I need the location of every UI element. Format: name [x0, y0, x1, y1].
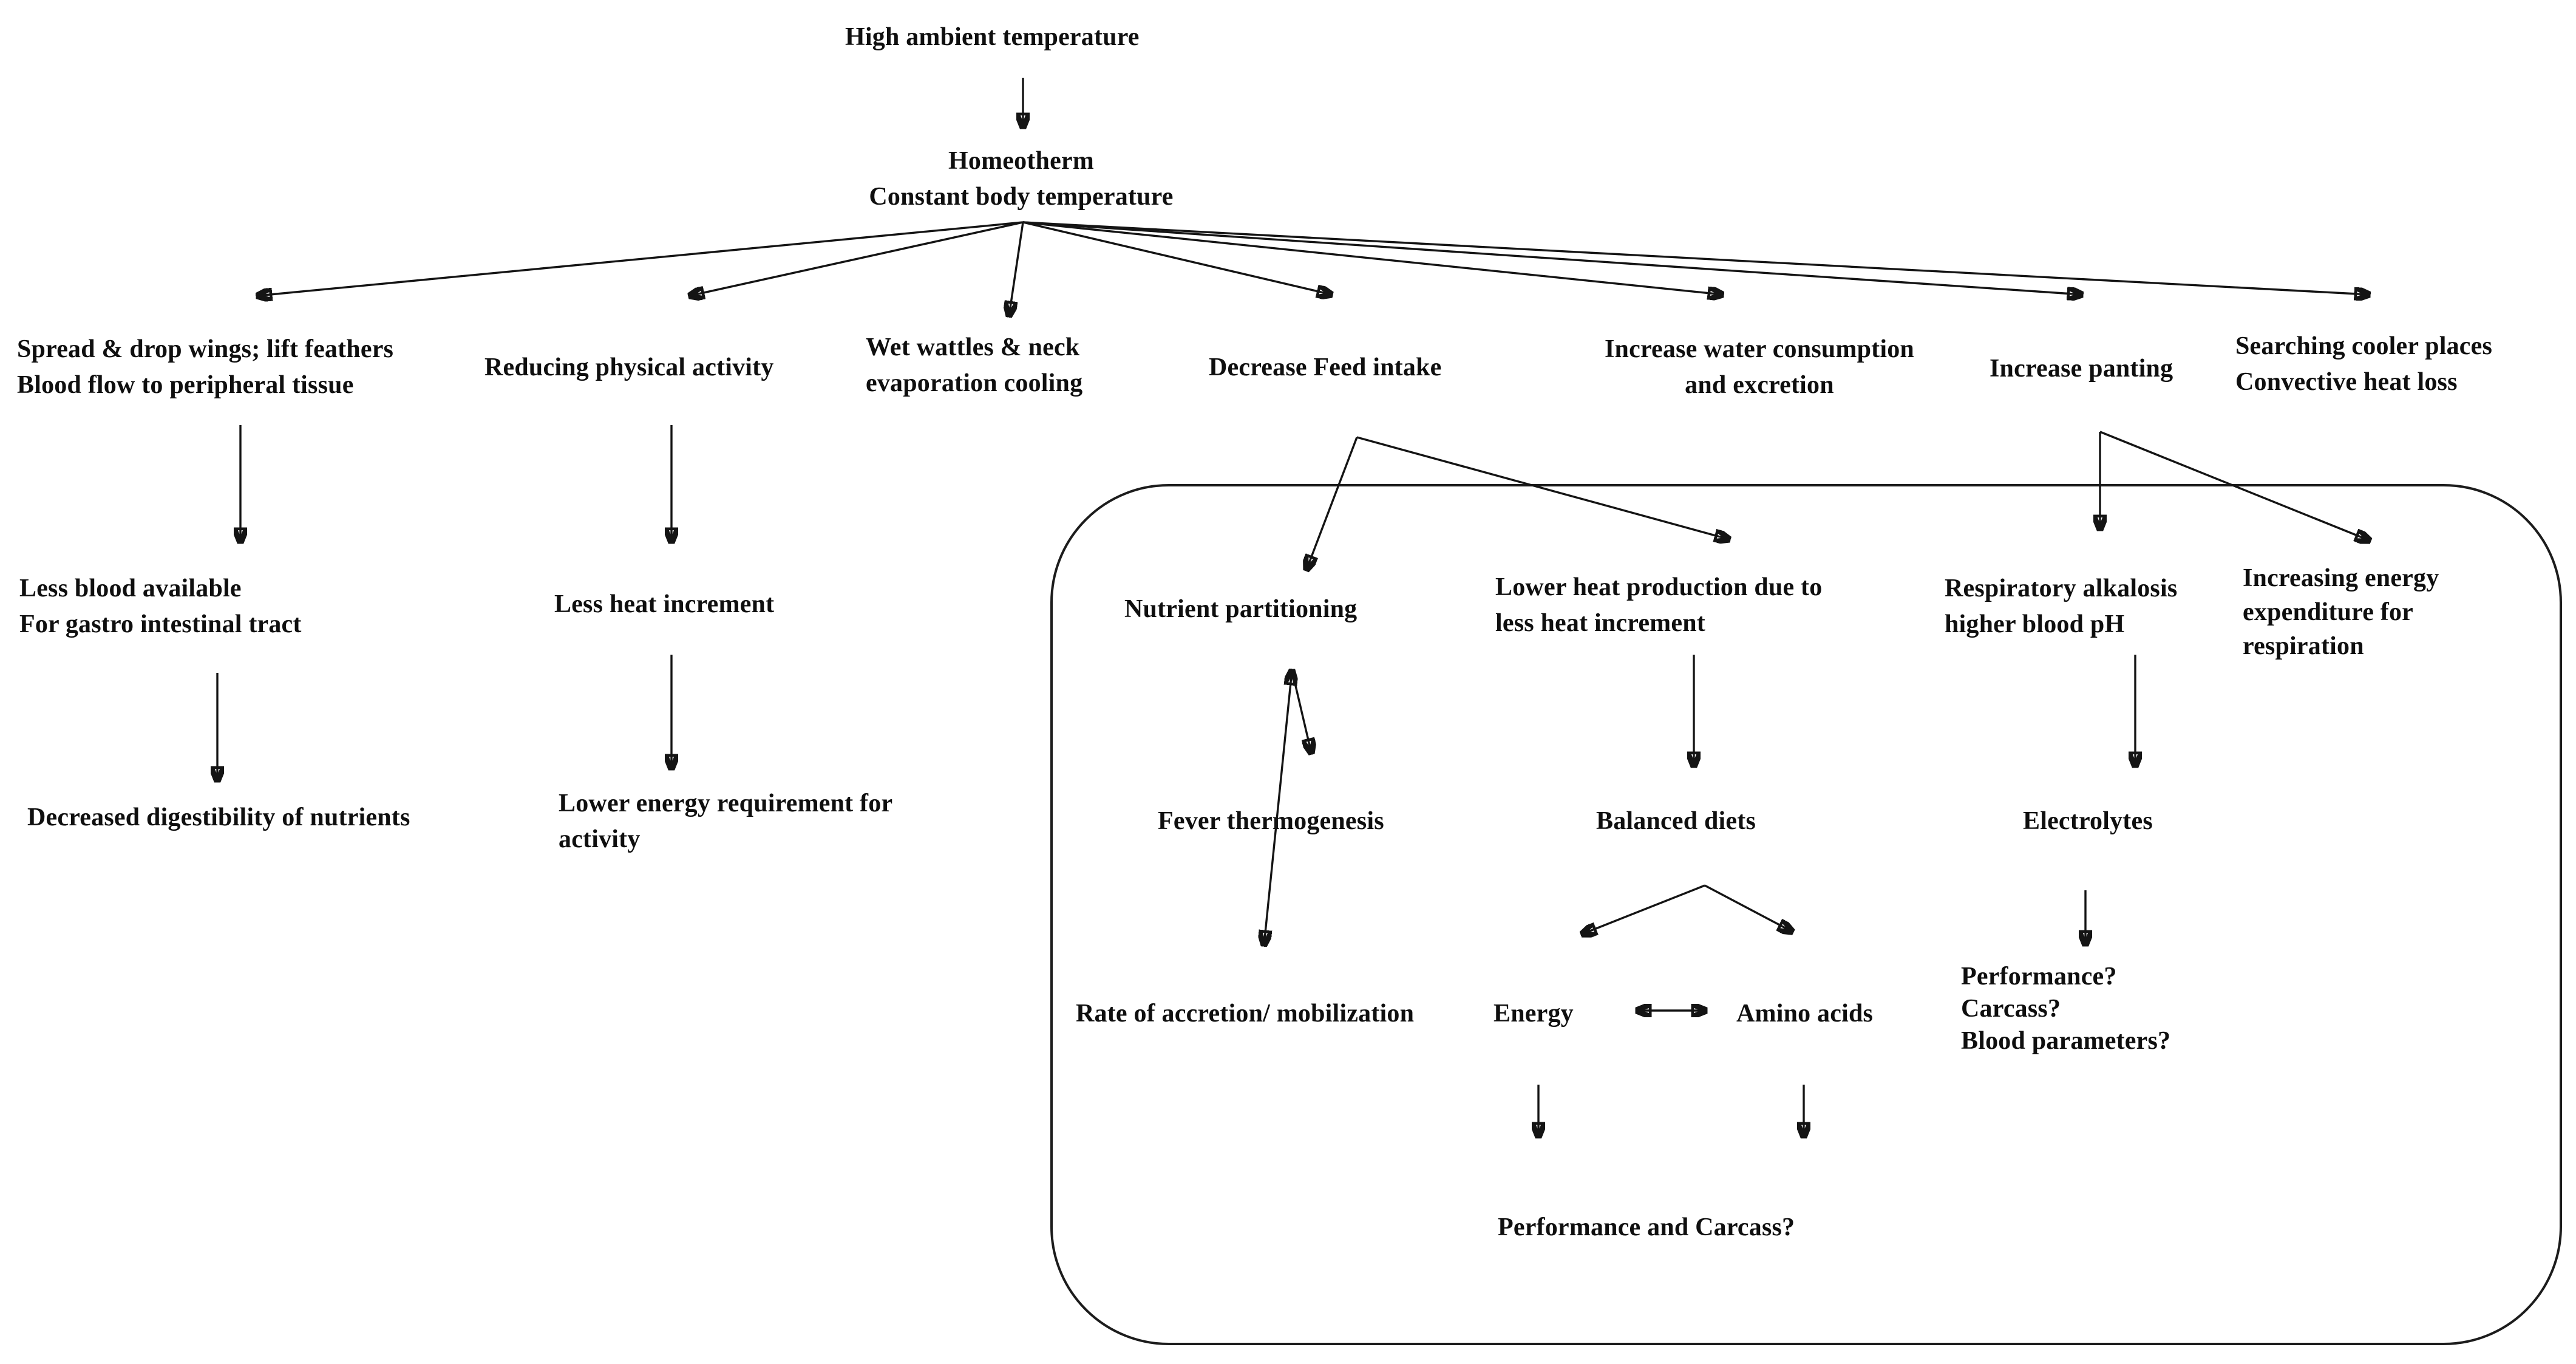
node-performance-and-carcass: Performance and Carcass?: [1498, 1213, 1795, 1241]
edge-homeotherm-panting: [1022, 221, 2082, 295]
node-searching-cooler-places: Searching cooler places Convective heat …: [2235, 332, 2493, 396]
node-wet-wattles: Wet wattles & neck evaporation cooling: [866, 333, 1083, 397]
node-less-blood-available: Less blood available For gastro intestin…: [19, 575, 302, 638]
node-nutrient-partitioning: Nutrient partitioning: [1124, 595, 1358, 623]
node-homeotherm: Homeotherm Constant body temperature: [869, 147, 1174, 211]
node-reducing-physical-activity: Reducing physical activity: [484, 353, 774, 381]
node-less-heat-increment: Less heat increment: [554, 590, 775, 618]
node-amino-acids: Amino acids: [1736, 1000, 1874, 1028]
nutrition-focus-box: [1050, 484, 2562, 1345]
node-decrease-feed-intake: Decrease Feed intake: [1209, 353, 1442, 381]
node-increase-water: Increase water consumption and excretion: [1605, 335, 1914, 399]
edge-homeotherm-searching: [1022, 221, 2369, 295]
node-decreased-digestibility: Decreased digestibility of nutrients: [27, 803, 410, 831]
node-lower-energy-requirement: Lower energy requirement for activity: [559, 789, 893, 853]
node-lower-heat-production: Lower heat production due to less heat i…: [1495, 573, 1823, 637]
node-respiratory-alkalosis: Respiratory alkalosis higher blood pH: [1945, 575, 2178, 638]
edge-homeotherm-reducing: [690, 221, 1024, 296]
edge-homeotherm-wattles: [1009, 222, 1024, 316]
node-electrolytes: Electrolytes: [2023, 807, 2153, 835]
node-outcome-questions: Performance? Carcass? Blood parameters?: [1961, 963, 2171, 1055]
node-balanced-diets: Balanced diets: [1596, 807, 1756, 835]
node-increase-panting: Increase panting: [1990, 355, 2173, 383]
node-energy: Energy: [1494, 1000, 1574, 1028]
edge-homeotherm-water: [1022, 221, 1722, 295]
node-fever-thermogenesis: Fever thermogenesis: [1158, 807, 1384, 835]
node-increasing-energy-expenditure: Increasing energy expenditure for respir…: [2243, 564, 2439, 660]
node-rate-of-accretion: Rate of accretion/ mobilization: [1076, 1000, 1415, 1028]
edge-homeotherm-feed: [1022, 221, 1331, 295]
node-spread-drop-wings: Spread & drop wings; lift feathers Blood…: [17, 335, 394, 399]
node-high-ambient-temperature: High ambient temperature: [845, 23, 1140, 51]
edge-homeotherm-wings: [257, 221, 1024, 296]
